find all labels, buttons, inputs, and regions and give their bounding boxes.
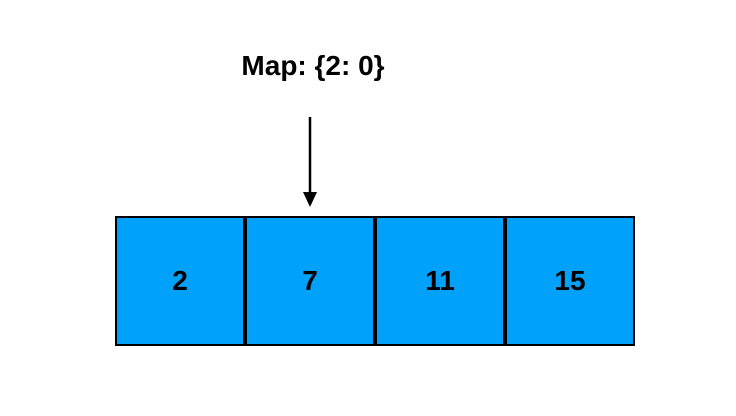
array-cell: 7	[245, 216, 375, 346]
array-cell: 11	[375, 216, 505, 346]
array-cell: 2	[115, 216, 245, 346]
array-row: 2 7 11 15	[115, 216, 635, 346]
cell-value: 15	[554, 265, 586, 296]
down-arrow-icon	[303, 117, 317, 207]
array-cell: 15	[505, 216, 635, 346]
map-label: Map: {2: 0}	[241, 50, 385, 81]
cell-value: 2	[172, 265, 188, 296]
cell-value: 11	[425, 265, 455, 296]
cell-value: 7	[302, 265, 318, 296]
